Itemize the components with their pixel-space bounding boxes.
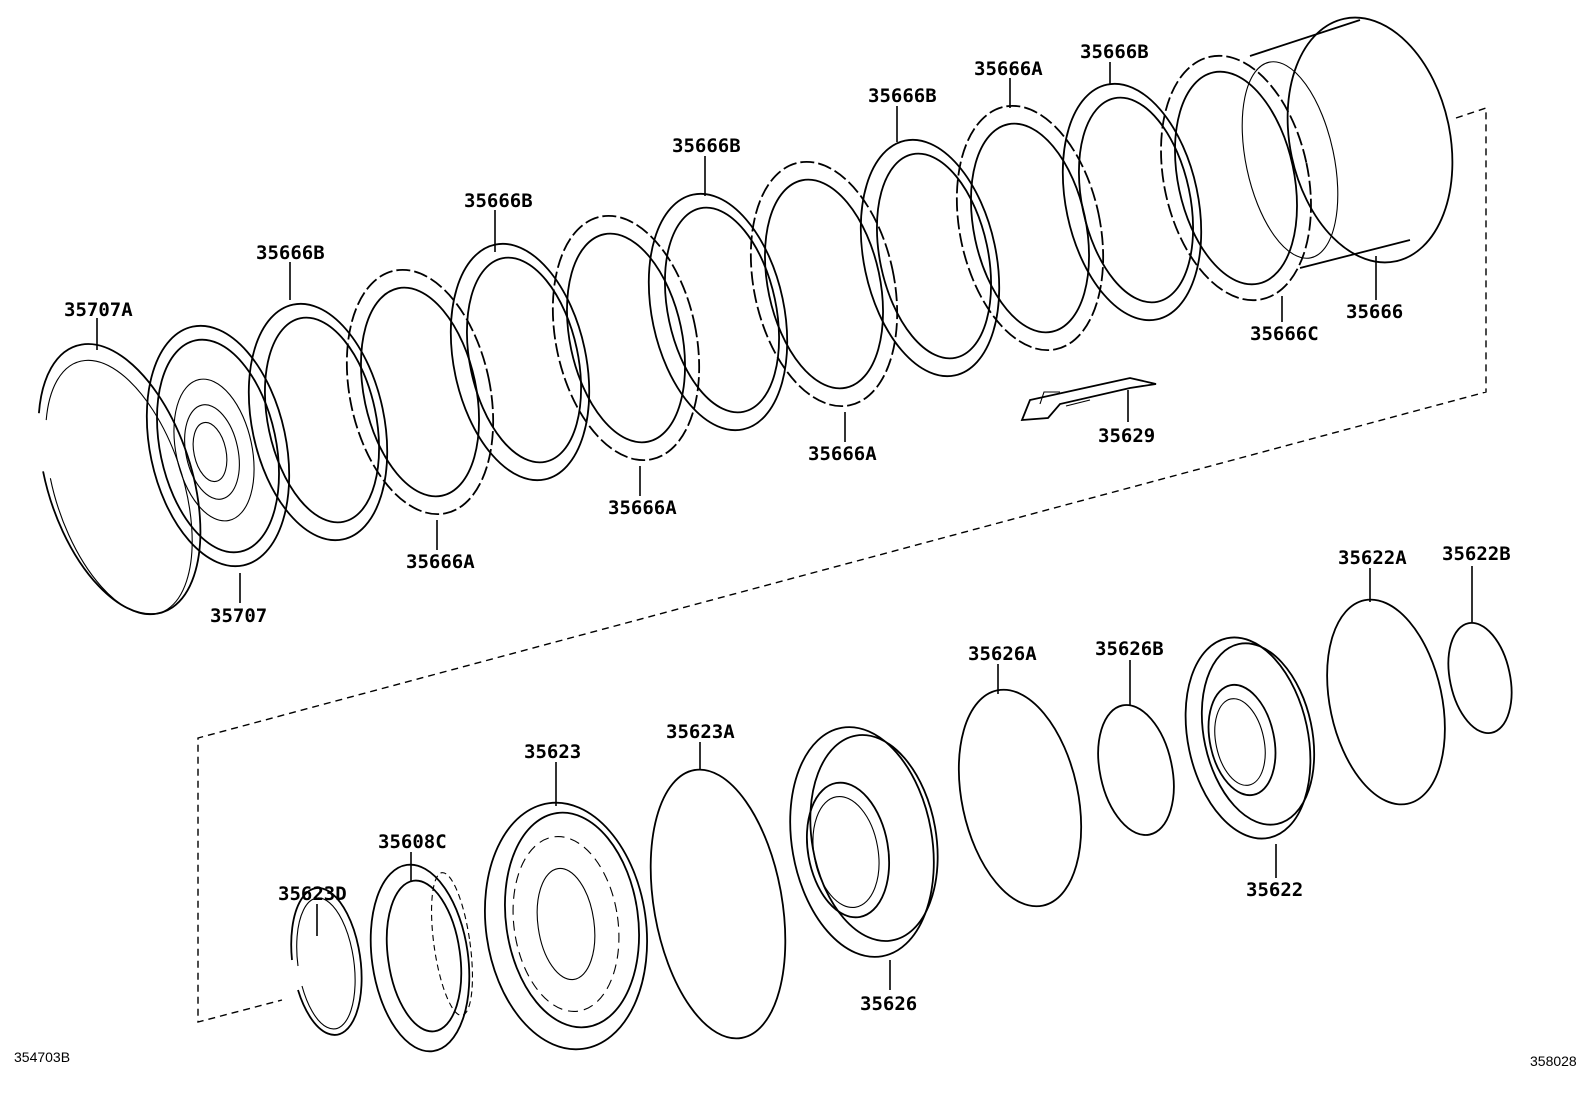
plate-35666b-5 [1061,82,1203,322]
label-35707a: 35707A [64,299,133,321]
label-35622: 35622 [1246,879,1303,901]
o-ring-35622b [1447,621,1513,735]
label-35623a: 35623A [666,721,735,743]
plate-35666a-4 [955,104,1105,352]
label-35622b: 35622B [1442,543,1511,565]
plate-35666b-1 [247,302,389,542]
o-ring-35623a [649,768,787,1040]
label-35622a: 35622A [1338,547,1407,569]
label-35626b: 35626B [1095,638,1164,660]
label-35666c: 35666C [1250,323,1319,345]
spring-clip-35629 [1020,377,1157,422]
hub-plate-35707 [145,324,291,568]
piston-35622 [1184,636,1316,840]
label-35629: 35629 [1098,425,1155,447]
label-35626a: 35626A [968,643,1037,665]
cylinder-35626 [789,726,939,958]
plate-35666a-1 [345,268,495,516]
plate-35666b-2 [449,242,591,482]
label-35666b-2: 35666B [464,190,533,212]
plate-35666a-2 [551,214,701,462]
plate-35666c [1160,54,1312,302]
snap-ring-35707a [38,343,202,616]
o-ring-35626a [957,688,1083,908]
figure-code-left: 354703B [14,1049,70,1065]
label-35666b-1: 35666B [256,242,325,264]
label-35666a-3: 35666A [808,443,877,465]
label-35666a-1: 35666A [406,551,475,573]
label-35666b-3: 35666B [672,135,741,157]
plate-35666b-4 [859,138,1001,378]
label-35626: 35626 [860,993,917,1015]
o-ring-35626b [1097,704,1175,836]
label-35608c: 35608C [378,831,447,853]
label-35666b-4: 35666B [868,85,937,107]
piston-35623 [484,801,648,1051]
o-ring-35622a [1326,598,1446,806]
label-35666a-4: 35666A [974,58,1043,80]
label-35666: 35666 [1346,301,1403,323]
label-35623d: 35623D [278,883,347,905]
snap-ring-35623d [290,887,363,1036]
label-35623: 35623 [524,741,581,763]
label-35707: 35707 [210,605,267,627]
clutch-drum-35666 [1241,16,1454,269]
label-35666b-5: 35666B [1080,41,1149,63]
leader-lines [96,62,1473,990]
return-spring-35608c [369,863,473,1053]
assembly-guide-line [197,107,1487,1023]
label-35666a-2: 35666A [608,497,677,519]
figure-code-right: 358028 [1530,1053,1577,1069]
plate-35666a-3 [749,160,899,408]
plate-35666b-3 [647,192,789,432]
